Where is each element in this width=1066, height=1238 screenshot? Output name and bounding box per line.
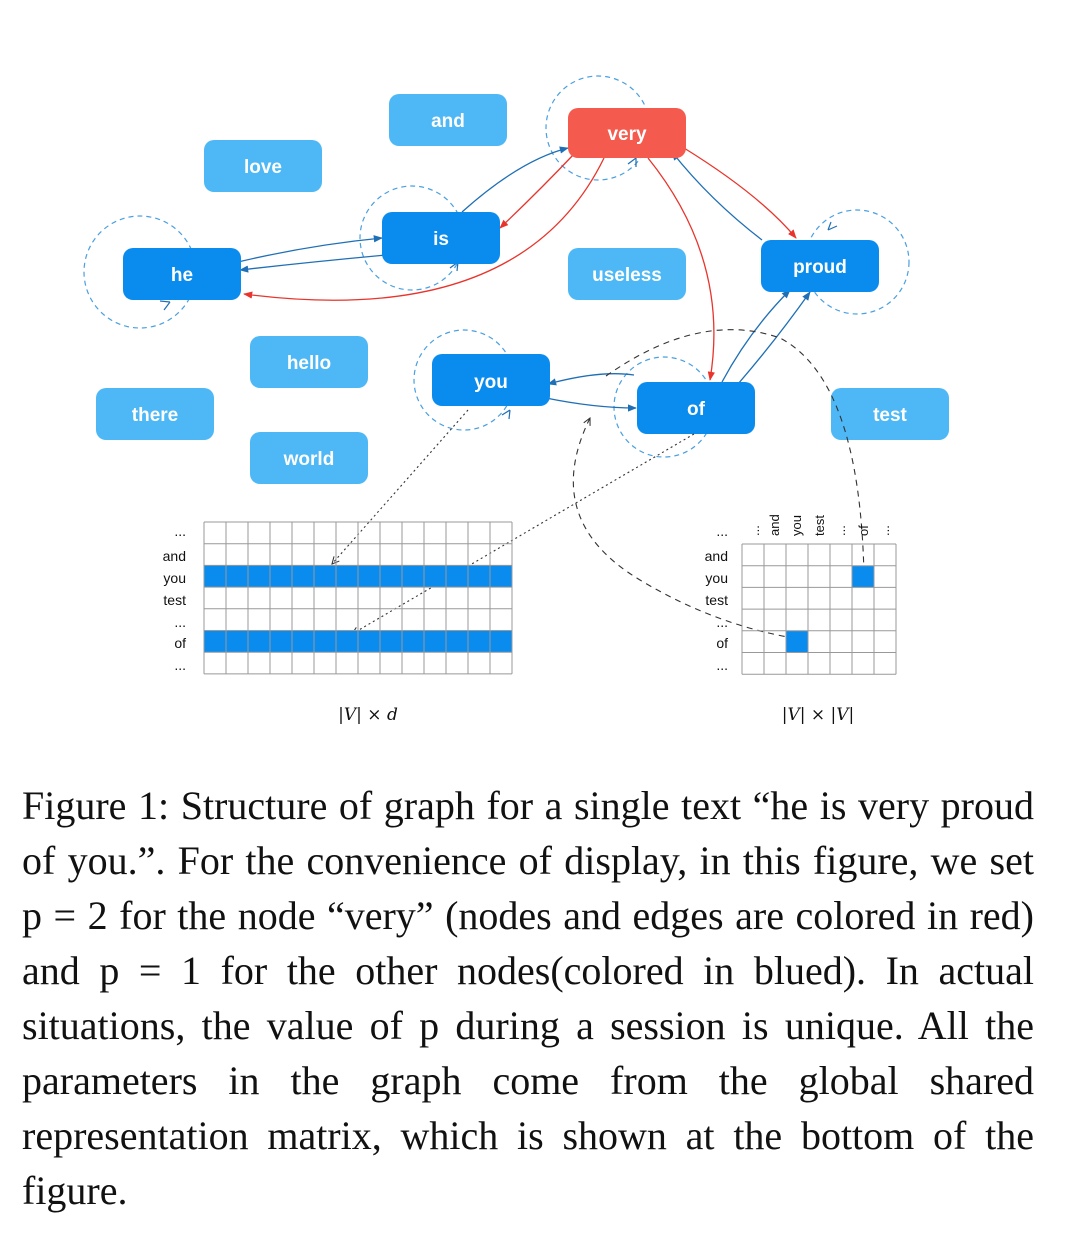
left-matrix: ... and you test... of... |V| × d — [163, 521, 513, 725]
left-matrix-row-labels: ... and you test... of... — [163, 523, 186, 673]
node-love: love — [204, 140, 322, 192]
node-there: there — [96, 388, 214, 440]
arrow-you-of-to-right-matrix — [572, 418, 806, 640]
left-matrix-row-label: of — [174, 635, 186, 651]
right-matrix-row-labels: ... and you test... of... — [705, 523, 728, 673]
right-matrix-col-label: ... — [747, 525, 762, 536]
node-test-label: test — [873, 405, 907, 426]
left-matrix-row-label: and — [163, 548, 186, 564]
figure-caption: Figure 1: Structure of graph for a singl… — [22, 783, 1034, 1213]
node-proud: proud — [761, 240, 879, 292]
edge-he-is — [237, 235, 383, 263]
left-matrix-row-label: test — [163, 592, 186, 608]
right-matrix-col-label: of — [856, 525, 871, 536]
edge-very-proud — [683, 147, 797, 239]
nodes: and very love is he useless proud hello — [96, 94, 949, 484]
left-matrix-row-label: ... — [174, 657, 186, 673]
edge-of-proud-a — [721, 289, 791, 383]
node-you-label: you — [474, 372, 508, 393]
node-world: world — [250, 432, 368, 484]
right-matrix-row-label: and — [705, 548, 728, 564]
right-matrix-row-label: ... — [716, 523, 728, 539]
node-useless: useless — [568, 248, 686, 300]
self-loop-arrow-very — [627, 157, 637, 167]
edge-proud-very — [671, 151, 763, 241]
right-matrix-col-label: and — [767, 514, 782, 536]
node-proud-label: proud — [793, 257, 847, 278]
left-matrix-grid — [203, 521, 513, 675]
edge-of-proud-b — [737, 291, 811, 385]
node-is-label: is — [433, 229, 449, 250]
edge-very-is — [499, 153, 575, 229]
node-very: very — [568, 108, 686, 158]
graph-diagram: and very love is he useless proud hello — [83, 75, 949, 725]
left-matrix-row-label: ... — [174, 523, 186, 539]
self-loop-arrow-proud — [827, 221, 838, 231]
right-matrix-row-label: ... — [716, 657, 728, 673]
edge-is-very — [461, 146, 569, 213]
self-loop-arrow-he — [159, 300, 171, 311]
edge-of-you — [547, 373, 635, 386]
node-and: and — [389, 94, 507, 146]
right-matrix-row-label: ... — [716, 614, 728, 630]
node-and-label: and — [431, 111, 465, 132]
node-there-label: there — [132, 405, 178, 426]
left-matrix-row-label: ... — [174, 614, 186, 630]
right-matrix-fills — [786, 565, 874, 653]
node-of: of — [637, 382, 755, 434]
node-very-label: very — [607, 124, 647, 145]
node-is: is — [382, 212, 500, 264]
lookup-arrows — [332, 329, 864, 640]
blue-edges — [237, 146, 811, 412]
self-loop-arrow-you — [501, 409, 511, 420]
edge-very-of — [647, 157, 715, 381]
right-matrix-col-label: ... — [877, 525, 892, 536]
node-world-label: world — [283, 449, 335, 470]
node-he-label: he — [171, 265, 193, 286]
right-matrix-col-label: test — [812, 515, 827, 536]
node-of-label: of — [687, 399, 706, 420]
arrow-of-to-right-matrix — [605, 329, 864, 576]
node-hello-label: hello — [287, 353, 331, 374]
node-you: you — [432, 354, 550, 406]
right-matrix-col-label: ... — [833, 525, 848, 536]
arrow-you-to-left-matrix — [332, 409, 469, 564]
node-hello: hello — [250, 336, 368, 388]
left-matrix-row-label: you — [163, 570, 186, 586]
red-edges — [243, 147, 797, 381]
arrow-of-to-left-matrix — [352, 433, 695, 634]
right-matrix-col-label: you — [789, 515, 804, 536]
node-test: test — [831, 388, 949, 440]
right-matrix-grid — [741, 543, 897, 675]
right-matrix-filled-cell — [852, 565, 874, 588]
right-matrix-row-label: you — [705, 570, 728, 586]
node-he: he — [123, 248, 241, 300]
right-matrix-row-label: test — [705, 592, 728, 608]
right-matrix-row-label: of — [716, 635, 728, 651]
right-matrix-dimension-label: |V| × |V| — [782, 705, 855, 725]
right-matrix-filled-cell — [786, 630, 808, 653]
edge-very-he — [243, 157, 605, 301]
left-matrix-dimension-label: |V| × d — [338, 705, 398, 725]
node-useless-label: useless — [592, 265, 662, 286]
node-love-label: love — [244, 157, 282, 178]
edge-you-of — [545, 397, 637, 412]
edge-is-he — [239, 254, 387, 273]
